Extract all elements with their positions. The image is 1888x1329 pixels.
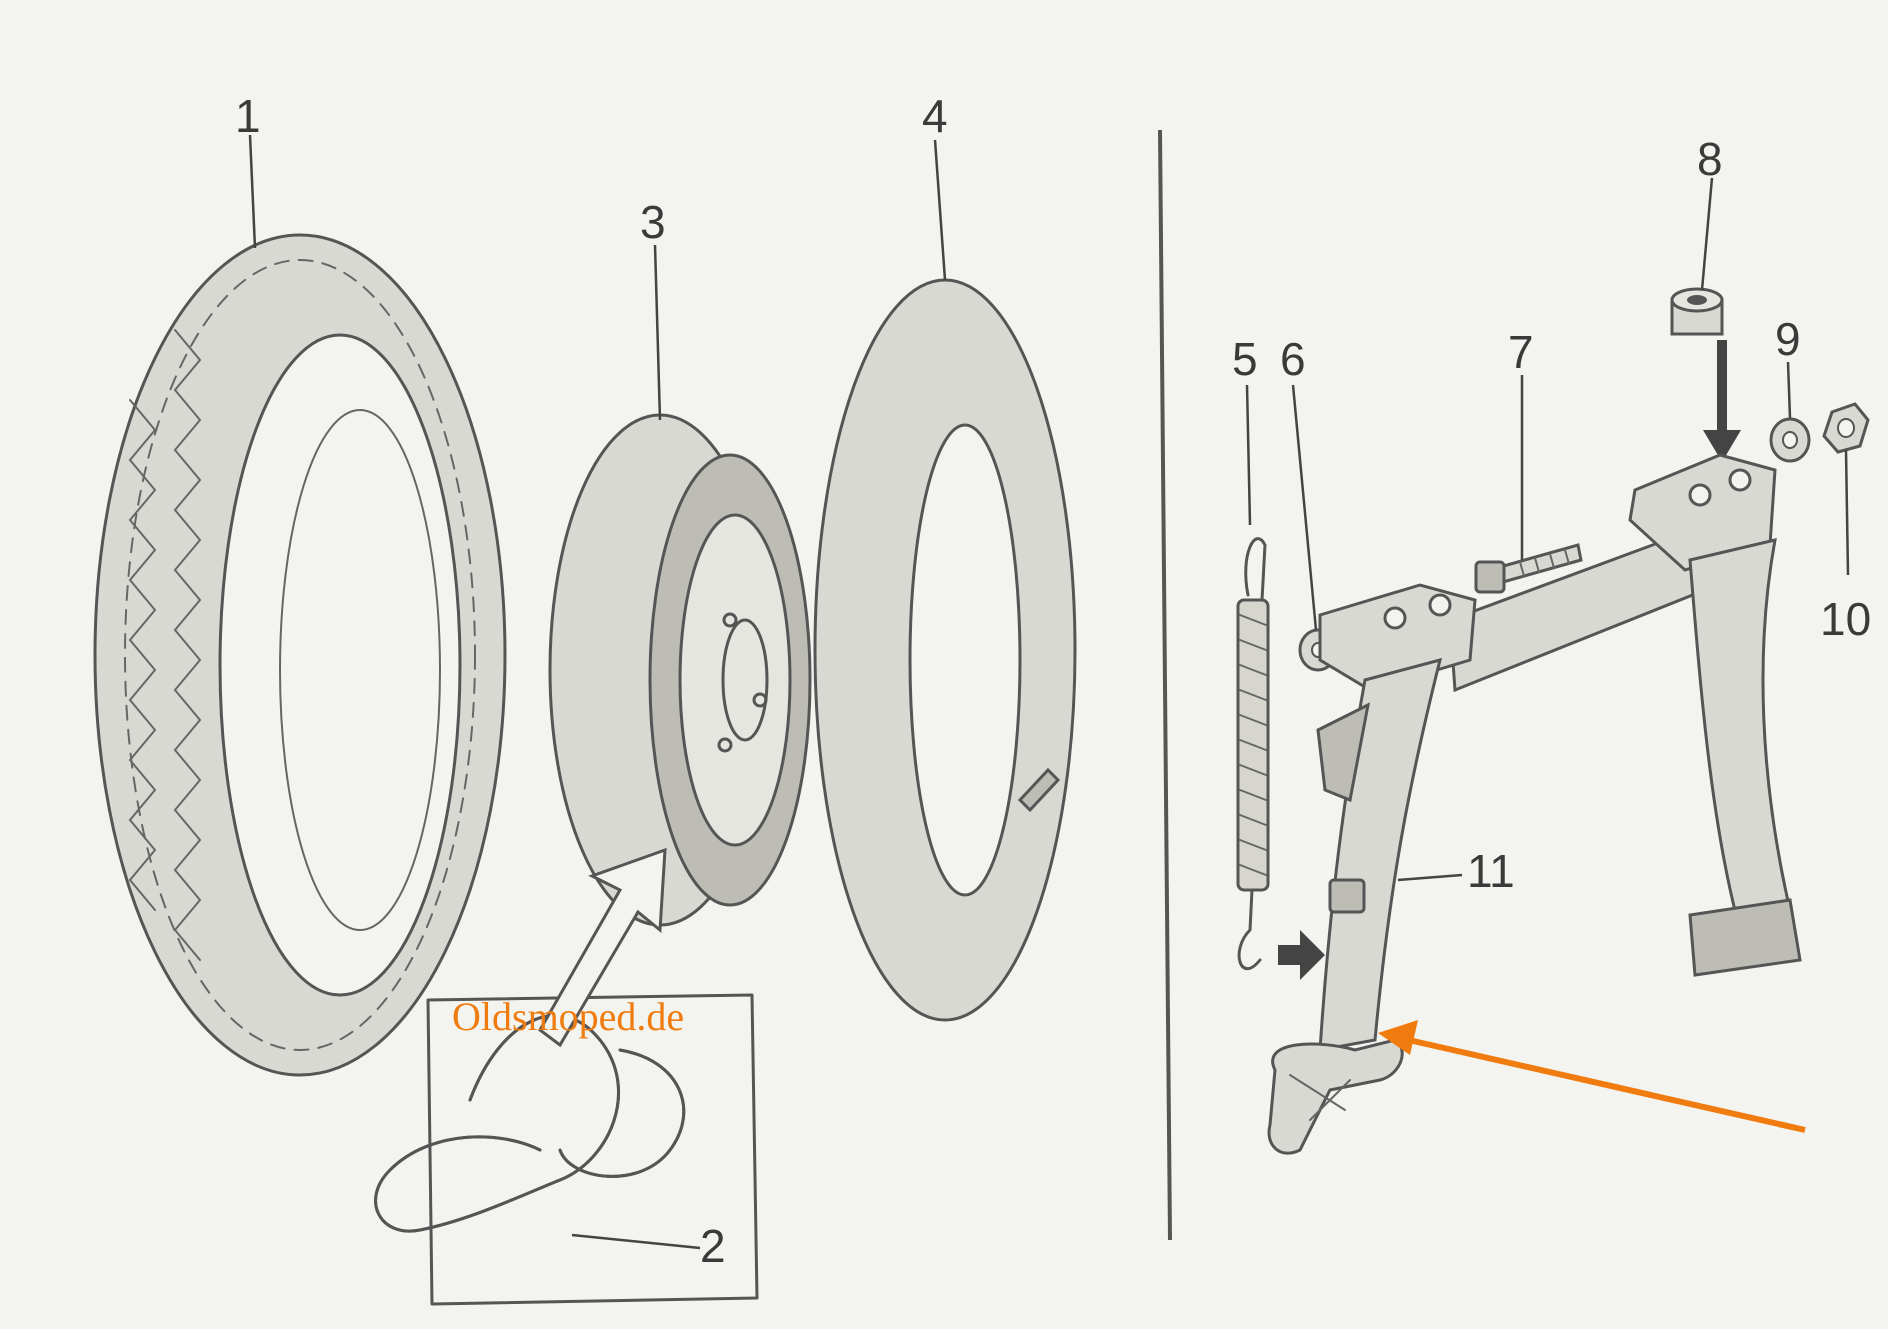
highlight-arrow-shaft [1399, 1035, 1806, 1133]
valve-stem-drawing [1017, 767, 1061, 813]
leader-line-4 [933, 139, 947, 281]
leader-line-6 [1291, 384, 1318, 631]
part-number-10: 10 [1820, 593, 1871, 645]
inner-tube-drawing [813, 278, 1077, 1022]
part-number-3: 3 [640, 196, 666, 248]
part-number-7: 7 [1508, 326, 1534, 378]
section-divider [1158, 129, 1172, 1241]
sleeve-drawing [1670, 287, 1724, 336]
center-stand-drawing [1267, 453, 1802, 1155]
tire-drawing [93, 233, 507, 1077]
highlight-arrow-head [1378, 1020, 1418, 1055]
rim-drawing [548, 413, 812, 927]
rear-foot-drawing [1688, 898, 1802, 977]
bolt-drawing [1474, 543, 1583, 594]
rim-tape-arrow [538, 847, 667, 1048]
spring-clip-drawing [1328, 878, 1366, 914]
sleeve-arrow [1703, 340, 1741, 462]
leader-line-3 [653, 244, 662, 421]
part-number-9: 9 [1775, 313, 1801, 365]
nut-drawing [1822, 402, 1870, 454]
leader-line-9 [1786, 361, 1792, 419]
leader-line-1 [248, 134, 257, 249]
spring-hook-arrow [1278, 930, 1325, 980]
part-number-5: 5 [1232, 333, 1258, 385]
part-number-11: 11 [1467, 845, 1515, 897]
part-number-4: 4 [922, 90, 948, 142]
leader-line-11 [1397, 873, 1463, 882]
washer-9-drawing [1769, 417, 1811, 463]
leader-line-5 [1245, 384, 1252, 526]
part-number-8: 8 [1697, 133, 1723, 185]
watermark-text: Oldsmoped.de [452, 994, 684, 1039]
leader-line-10 [1844, 449, 1850, 576]
part-number-1: 1 [235, 90, 261, 142]
part-number-2: 2 [700, 1220, 726, 1272]
spring-drawing [1236, 537, 1270, 970]
leader-line-8 [1700, 177, 1714, 291]
leader-line-2 [571, 1233, 701, 1250]
part-number-6: 6 [1280, 333, 1306, 385]
